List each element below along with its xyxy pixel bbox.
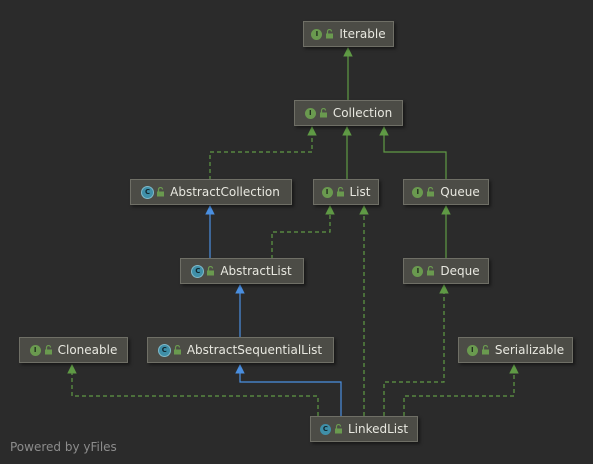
lock-open-icon [319,108,328,118]
node-abstract-list[interactable]: C AbstractList [180,258,304,284]
node-label: Iterable [339,27,386,41]
interface-icon: I [304,107,316,119]
node-queue[interactable]: I Queue [403,179,489,205]
edge-abstractlist-list [271,205,335,259]
class-icon: C [319,423,331,435]
node-deque[interactable]: I Deque [403,258,489,284]
node-collection[interactable]: I Collection [294,100,403,126]
interface-icon: I [29,344,41,356]
node-serializable[interactable]: I Serializable [458,337,573,363]
node-iterable[interactable]: I Iterable [303,21,394,47]
node-label: AbstractCollection [170,185,280,199]
interface-icon: I [412,265,424,277]
edge-linkedlist-deque [383,284,449,416]
node-label: Serializable [494,343,565,357]
lock-open-icon [325,29,334,39]
node-abstract-sequential-list[interactable]: C AbstractSequentialList [147,337,334,363]
edge-abstractcollection-collection [209,126,317,180]
lock-open-icon [334,424,343,434]
abstract-class-icon: C [158,344,170,356]
node-cloneable[interactable]: I Cloneable [19,337,128,363]
edge-linkedlist-cloneable [67,364,319,416]
lock-open-icon [44,345,53,355]
lock-open-icon [426,187,435,197]
lock-open-icon [173,345,182,355]
node-label: Queue [440,185,480,199]
interface-icon: I [412,186,424,198]
node-abstract-collection[interactable]: C AbstractCollection [130,179,292,205]
interface-icon: I [466,344,478,356]
lock-open-icon [336,187,345,197]
node-label: AbstractSequentialList [186,343,323,357]
node-linked-list[interactable]: C LinkedList [310,416,418,442]
node-list[interactable]: I List [313,179,379,205]
node-label: Cloneable [57,343,118,357]
lock-open-icon [156,187,165,197]
interface-icon: I [321,186,333,198]
node-label: List [349,185,371,199]
abstract-class-icon: C [142,186,154,198]
node-label: LinkedList [347,422,409,436]
node-label: AbstractList [220,264,292,278]
edge-linkedlist-abstractsequentiallist [235,364,342,416]
abstract-class-icon: C [192,265,204,277]
powered-by-footer: Powered by yFiles [10,440,117,454]
lock-open-icon [481,345,490,355]
lock-open-icon [426,266,435,276]
edge-queue-collection [379,126,447,180]
lock-open-icon [206,266,215,276]
node-label: Collection [332,106,393,120]
interface-icon: I [311,28,323,40]
node-label: Deque [440,264,480,278]
edge-linkedlist-serializable [403,364,519,416]
